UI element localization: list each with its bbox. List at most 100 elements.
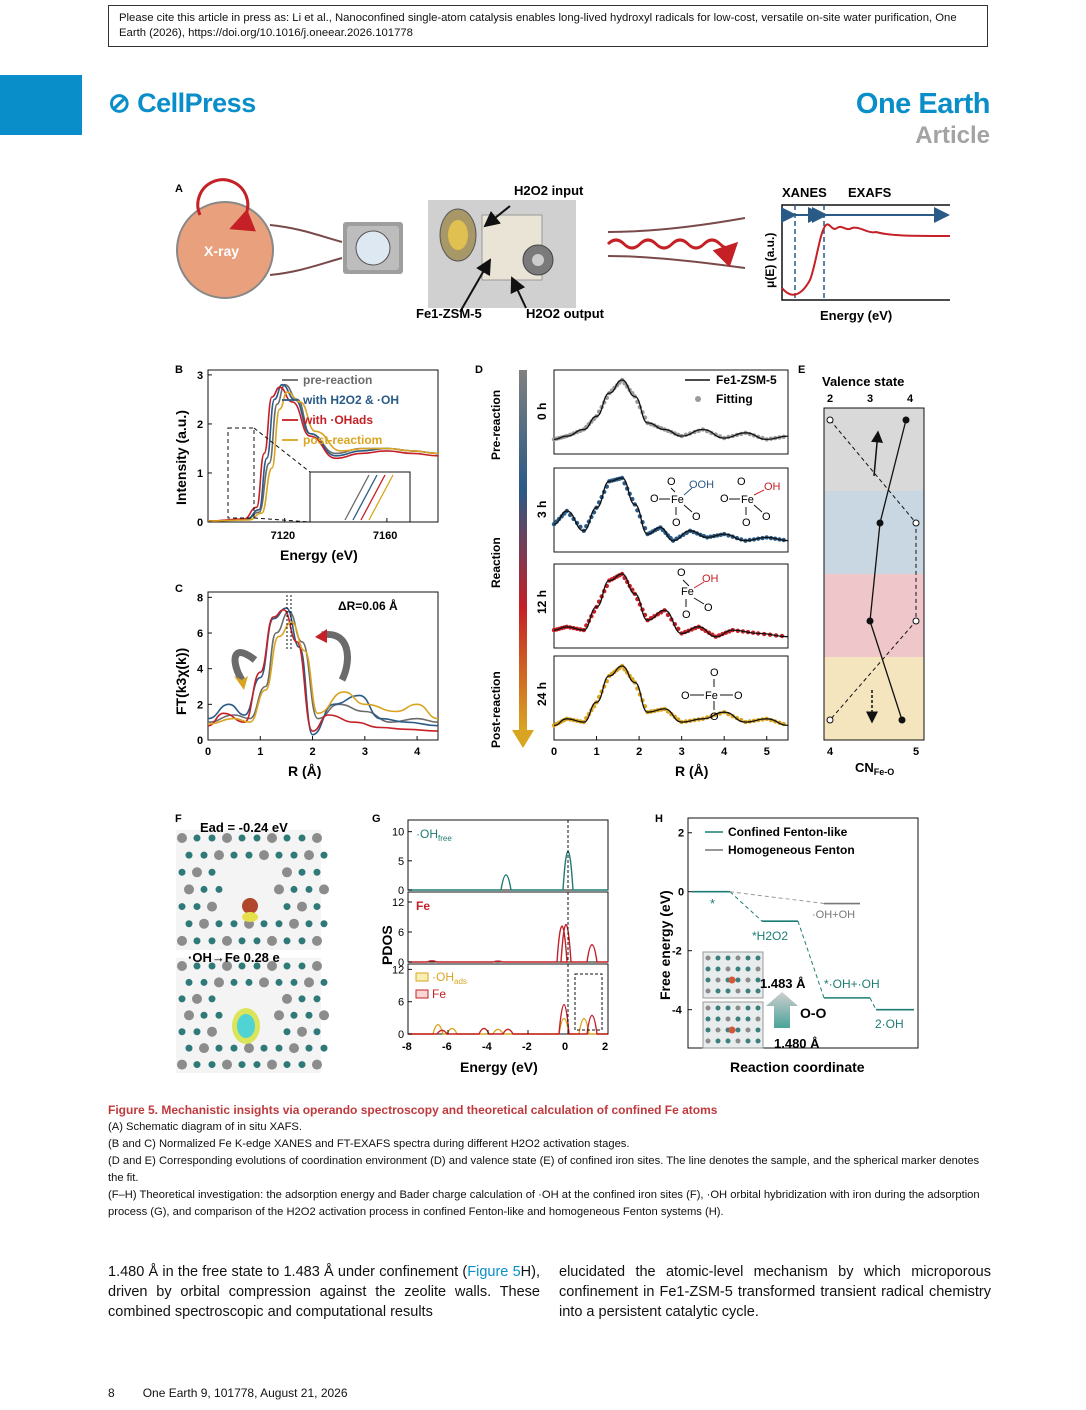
zeolite-atom	[312, 935, 322, 946]
h-zeolite-atom	[745, 966, 751, 972]
figure-link[interactable]: Figure 5	[467, 1264, 521, 1280]
h-zeolite-atom	[735, 988, 741, 994]
xanes-ytick-3: 3	[197, 370, 203, 382]
ftexafs-xtick-3: 3	[362, 746, 368, 758]
pdos-ytick-0-1: 5	[398, 856, 404, 868]
zeolite-atom	[298, 962, 306, 970]
h-zeolite-atom	[745, 1005, 751, 1011]
h-zeolite-atom	[755, 966, 761, 972]
body-column-left: 1.480 Å in the free state to 1.483 Å und…	[108, 1262, 540, 1322]
zeolite-atom	[312, 1059, 322, 1070]
oo-distance-confined: 1.483 Å	[760, 976, 806, 991]
zeolite-atom	[200, 851, 208, 859]
valence-tick-0: 2	[827, 393, 833, 405]
publisher-logo[interactable]: ⊘ CellPress	[108, 88, 256, 119]
zeolite-atom	[320, 978, 328, 986]
pdos-xlabel: Energy (eV)	[460, 1059, 538, 1075]
h2o2-output-label: H2O2 output	[526, 306, 605, 321]
zeolite-atom	[290, 851, 298, 859]
panel-label-d: D	[475, 364, 483, 376]
zeolite-atom	[260, 1044, 268, 1052]
zeolite-atom	[193, 937, 201, 945]
zeolite-atom	[313, 903, 321, 911]
journal-color-bar	[0, 75, 82, 135]
xanes-line-3	[207, 391, 439, 522]
pdos-xtick-5: 2	[602, 1041, 608, 1053]
zeolite-atom	[283, 1061, 291, 1069]
free-structure-image	[702, 1001, 764, 1049]
valence-point-0	[902, 416, 910, 424]
zeolite-atom	[283, 834, 291, 842]
svg-text:O: O	[734, 690, 743, 702]
publisher-name: CellPress	[137, 88, 256, 118]
zeolite-atom	[215, 920, 223, 928]
d-xlabel: R (Å)	[675, 763, 708, 779]
cn-line	[829, 419, 917, 721]
zeolite-atom	[177, 833, 187, 843]
pdos-ytick-2-0: 0	[398, 1029, 404, 1041]
zeolite-atom	[275, 978, 283, 986]
d-subplot-1	[553, 467, 789, 553]
zeolite-atom	[214, 977, 224, 988]
zeolite-atom	[230, 1044, 238, 1052]
zeolite-atom	[208, 1061, 216, 1069]
xanes-line-2	[207, 386, 439, 522]
pdos-xtick-3: -2	[522, 1041, 532, 1053]
h-xlabel: Reaction coordinate	[730, 1059, 865, 1075]
h-zeolite-atom	[705, 966, 711, 972]
pdos-ytick-2-1: 6	[398, 997, 404, 1009]
panel-label-a: A	[175, 183, 183, 195]
zeolite-atom	[200, 1011, 208, 1019]
zeolite-atom	[297, 901, 307, 912]
zeolite-atom	[282, 993, 292, 1004]
zeolite-atom	[274, 1010, 284, 1021]
zeolite-atom	[298, 1061, 306, 1069]
xanes-ytick-1: 1	[197, 468, 203, 480]
xanes-inset-line-2	[360, 474, 386, 521]
panel-f: Ead = -0.24 eV ·OH→Fe 0.28 e	[176, 820, 329, 1073]
h-zeolite-atom	[745, 955, 751, 961]
oo-bond-label: O-O	[800, 1005, 827, 1021]
figure-5: A B C D E F G H X-ray H2O2 input Fe1-ZSM…	[173, 178, 950, 1075]
panel-label-b: B	[175, 364, 183, 376]
caption-fh: (F–H) Theoretical investigation: the ads…	[108, 1189, 980, 1218]
structure-fe-o4: O O Fe O O	[681, 667, 743, 723]
ead-label: Ead = -0.24 eV	[200, 820, 288, 835]
pdos-line-0-0	[408, 851, 608, 891]
xanes-label: XANES	[782, 185, 827, 200]
zeolite-atom	[185, 978, 193, 986]
d-xtick-5: 5	[764, 746, 770, 758]
zeolite-atom	[298, 834, 306, 842]
d-xtick-4: 4	[721, 746, 728, 758]
confined-connector-3	[869, 997, 877, 1010]
zeolite-atom	[304, 850, 314, 861]
page-number: 8	[108, 1386, 115, 1400]
svg-text:O: O	[677, 567, 686, 579]
panel-d: Pre-reaction Reaction Post-reaction 0 h3…	[489, 369, 789, 779]
h-zeolite-atom	[725, 988, 731, 994]
svg-text:O: O	[692, 511, 701, 523]
d-xtick-3: 3	[679, 746, 685, 758]
journal-name[interactable]: One Earth	[855, 88, 991, 120]
article-type: Article	[915, 122, 990, 149]
zeolite-atom	[298, 995, 306, 1003]
legend-fitting: Fitting	[716, 392, 753, 406]
d-subplot-2	[553, 563, 789, 649]
pdos-line-2-0	[408, 1017, 608, 1035]
xanes-inset-line-3	[368, 474, 394, 521]
zeolite-atom	[305, 1011, 313, 1019]
pdos-xtick-4: 0	[562, 1041, 568, 1053]
ftexafs-ytick-0: 0	[197, 735, 203, 747]
shift-arrow-right-icon	[321, 631, 351, 682]
svg-text:Fe: Fe	[671, 494, 684, 506]
svg-text:O: O	[720, 493, 729, 505]
caption-title: Figure 5. Mechanistic insights via opera…	[108, 1103, 718, 1117]
xanes-legend-0: pre-reaction	[303, 373, 372, 387]
ftexafs-xtick-0: 0	[205, 746, 211, 758]
h-zeolite-atom	[715, 966, 721, 972]
valence-up-arrow-icon	[871, 430, 884, 477]
pdos-subplot-1	[407, 891, 609, 963]
pdos-legend-swatch-ohads	[415, 972, 429, 982]
